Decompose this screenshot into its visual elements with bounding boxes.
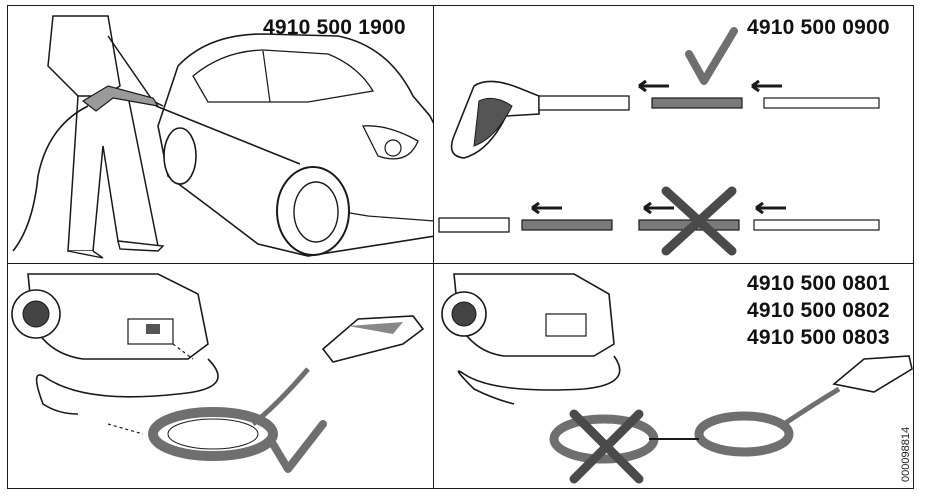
- part-number-0801: 4910 500 0801: [747, 272, 890, 295]
- gun-barrel: [538, 95, 630, 111]
- arrow-left-icon: [643, 201, 674, 215]
- hose: [12, 105, 89, 252]
- hose-extension-illustration: [441, 273, 913, 484]
- lance-piece-white-top: [763, 97, 880, 109]
- arrow-left-icon: [531, 201, 562, 215]
- spray-lance: [155, 105, 301, 165]
- cross-mark-icon: [661, 186, 737, 256]
- panel-car-wash: 4910 500 1900: [7, 5, 434, 264]
- cross-mark-icon: [569, 409, 644, 484]
- part-number-0803: 4910 500 0803: [747, 326, 890, 349]
- lance-assembly-illustration: [438, 27, 880, 256]
- car-headlight: [361, 125, 419, 160]
- hose-coil: [148, 407, 278, 461]
- hose-connection-correct-illustration: [11, 273, 425, 473]
- check-mark-icon: [685, 27, 738, 85]
- part-number-0802: 4910 500 0802: [747, 299, 890, 322]
- panel-hose-connection-extension: 4910 500 0801 4910 500 0802 4910 500 080…: [433, 263, 914, 489]
- check-mark-icon: [269, 420, 327, 473]
- part-number-top-right: 4910 500 0900: [747, 16, 890, 39]
- arrow-left-icon: [751, 79, 782, 93]
- panel-hose-connection-correct: [7, 263, 434, 489]
- document-id: 000098814: [900, 426, 912, 482]
- gun-barrel-bottom: [438, 217, 510, 233]
- lance-piece-white-bottom: [753, 219, 880, 231]
- lance-piece-gray-top: [651, 97, 743, 109]
- car-wash-illustration: [12, 15, 433, 259]
- lance-piece-gray-1: [521, 219, 613, 231]
- arrow-left-icon: [755, 201, 786, 215]
- hose-coil-right: [694, 411, 794, 457]
- car-rear-wheel: [163, 127, 197, 185]
- spray-gun: [321, 315, 425, 363]
- car-window: [192, 49, 375, 103]
- person-legs: [67, 95, 159, 252]
- arrow-left-icon: [638, 79, 669, 93]
- panel-lance-assembly: 4910 500 0900: [433, 5, 914, 264]
- part-number-top-left: 4910 500 1900: [263, 16, 406, 39]
- part-numbers-bottom-right: 4910 500 0801 4910 500 0802 4910 500 080…: [747, 270, 890, 351]
- hose: [457, 355, 621, 405]
- hose: [35, 358, 219, 415]
- spray-gun: [832, 355, 913, 393]
